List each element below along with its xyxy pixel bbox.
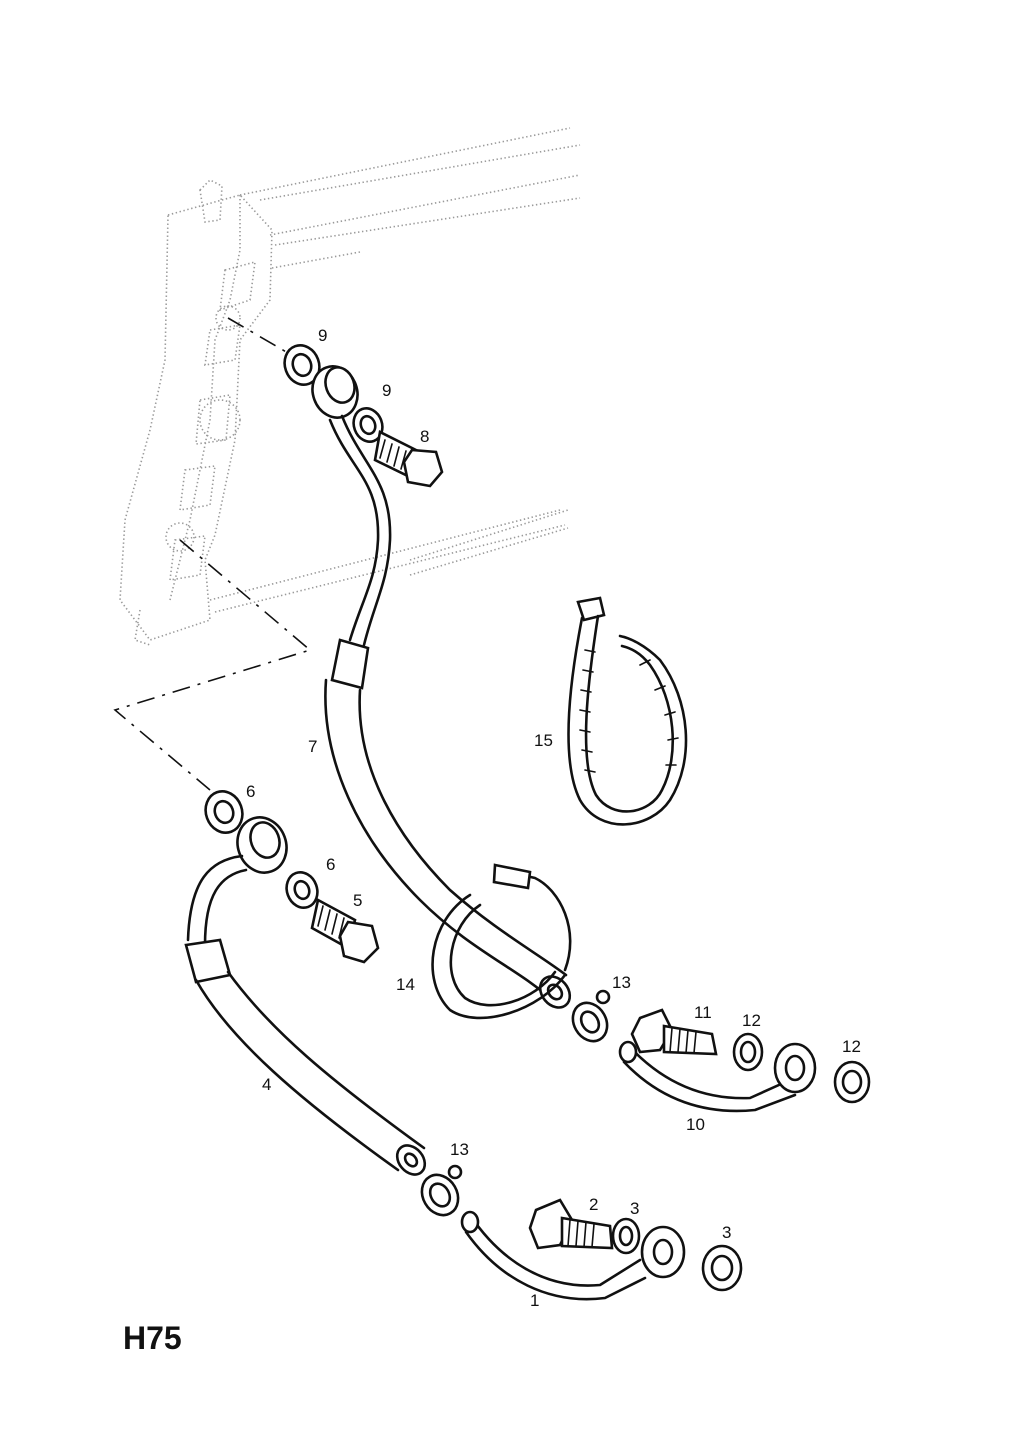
callout-9-lower: 9 [382,381,391,400]
washer-9-lower [352,407,384,443]
banjo-bolt-8 [373,430,444,488]
hose-4 [184,816,427,1176]
hose-clip-13-upper [571,989,611,1043]
hose-clamp-14 [431,863,572,1020]
callout-labels: 1 2 3 3 4 5 6 6 7 8 9 9 10 11 12 12 13 1… [246,326,861,1310]
callout-12-right: 12 [842,1037,861,1056]
alignment-lines [113,317,312,791]
washer-3-right [701,1244,743,1292]
callout-11: 11 [694,1003,712,1022]
washer-6-upper [204,790,244,834]
callout-1: 1 [530,1291,539,1310]
banjo-bolt-11 [630,1008,718,1056]
banjo-bolt-2 [528,1198,614,1250]
callout-15: 15 [534,731,553,750]
callout-3-right: 3 [722,1223,731,1242]
callout-6-upper: 6 [246,782,255,801]
callout-3-left: 3 [630,1199,639,1218]
radiator-outline [119,127,581,646]
banjo-fitting-7 [311,365,359,419]
callout-13-lower: 13 [450,1140,469,1159]
banjo-bolt-5 [310,898,380,964]
diagram-code: H75 [123,1320,182,1356]
callout-8: 8 [420,427,429,446]
callout-12-left: 12 [742,1011,761,1030]
callout-4: 4 [262,1075,271,1094]
callout-10: 10 [686,1115,705,1134]
callout-2: 2 [589,1195,598,1214]
callout-7: 7 [308,737,317,756]
hose-clip-13-lower [420,1164,463,1217]
pipe-1 [460,1210,686,1301]
hose-7 [324,414,572,1009]
cable-tie-15 [567,596,688,826]
callout-5: 5 [353,891,362,910]
callout-9-upper: 9 [318,326,327,345]
washer-12-left [732,1032,764,1072]
callout-13-upper: 13 [612,973,631,992]
washer-3-left [611,1217,641,1255]
washer-6-lower [285,871,319,909]
callout-6-lower: 6 [326,855,335,874]
callout-14: 14 [396,975,415,994]
washer-12-right [833,1060,871,1104]
pipe-10 [618,1040,817,1113]
washer-9-upper [283,344,321,386]
